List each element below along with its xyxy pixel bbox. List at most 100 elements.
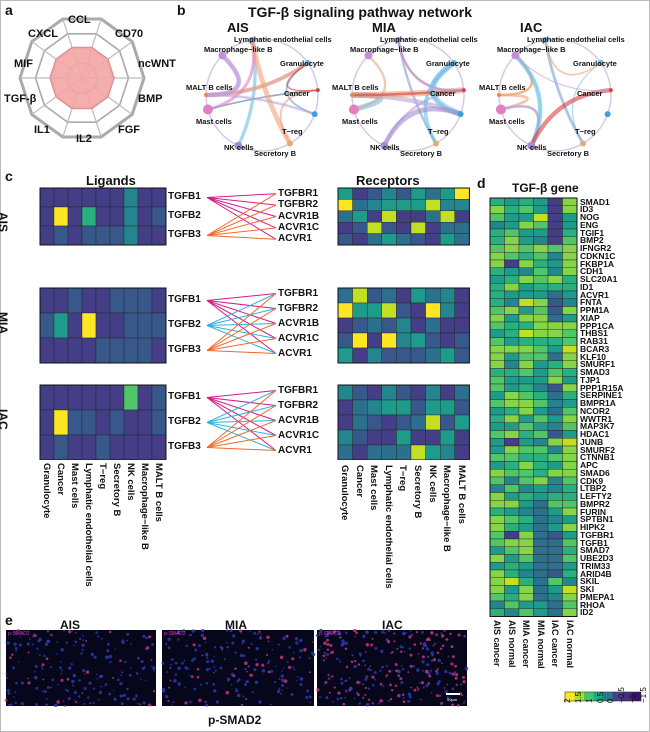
network-node-mast-cells: [348, 104, 359, 115]
scale-bar-label: 50μm: [447, 697, 458, 702]
micro-cell: [380, 649, 384, 654]
micro-cell: [38, 654, 41, 657]
ligand-label-tgfb3: TGFB3: [168, 343, 201, 355]
micro-cell: [189, 700, 192, 704]
micro-cell: [454, 671, 457, 673]
micro-cell: [426, 669, 429, 672]
micro-cell: [83, 673, 86, 675]
micro-cell: [344, 689, 348, 693]
micro-cell: [261, 663, 265, 667]
micro-cell: [184, 701, 188, 705]
micro-cell: [443, 687, 446, 689]
lr-arrow: [206, 350, 277, 354]
micro-cell: [219, 666, 223, 670]
network-node-mast-cells: [495, 104, 506, 115]
micro-cell: [362, 659, 365, 663]
micro-cell: [126, 688, 129, 691]
micro-cell: [350, 660, 352, 663]
micro-cell: [96, 677, 99, 680]
micro-cell: [463, 635, 466, 638]
ligand-label-tgfb2: TGFB2: [168, 415, 201, 427]
ligand-receptor-panel: [39, 187, 470, 460]
micro-cell: [240, 632, 243, 634]
network-node-secretory-b: [433, 140, 439, 147]
micro-cell: [105, 655, 108, 659]
network-node-nk-cells: [380, 141, 389, 150]
micro-cell: [97, 635, 100, 638]
network-node-label-secretory-b: Secretory B: [547, 149, 590, 158]
micro-cell: [253, 668, 257, 672]
micro-cell: [387, 629, 391, 632]
micro-cell: [280, 678, 285, 683]
micro-cell: [338, 660, 341, 663]
micro-cell: [325, 696, 329, 700]
micro-cell: [370, 669, 372, 672]
micro-cell: [446, 683, 449, 686]
lr-arrow: [206, 216, 277, 236]
micro-cell: [126, 639, 128, 642]
micro-cell: [75, 701, 78, 704]
micro-cell: [85, 640, 88, 642]
network-node-label-nk-cells: NK cells: [224, 143, 254, 152]
micro-cell: [319, 645, 322, 648]
network-node-label-secretory-b: Secretory B: [400, 149, 443, 158]
micro-cell: [210, 659, 215, 663]
gene-label-rab31: RAB31: [580, 336, 608, 346]
micro-cell: [213, 689, 217, 693]
micro-cell: [206, 659, 210, 664]
micro-cell: [242, 695, 245, 698]
micro-cell: [371, 683, 375, 687]
micro-cell: [174, 661, 178, 665]
receptor-heatmap-border: [337, 384, 470, 460]
micro-cell: [17, 628, 20, 632]
micro-cell: [250, 643, 253, 646]
micro-cell: [73, 691, 77, 695]
micro-cell: [4, 698, 8, 702]
receptor-label-acvr1b: ACVR1B: [278, 317, 320, 329]
micro-cell: [255, 663, 259, 667]
micro-cell: [365, 630, 369, 635]
micro-cell: [353, 628, 357, 633]
micro-cell: [338, 658, 340, 661]
micro-cell: [293, 652, 295, 654]
panel-label-e: e: [5, 612, 13, 628]
micro-cell: [14, 691, 17, 694]
ligand-label-tgfb1: TGFB1: [168, 190, 201, 202]
micro-cell: [371, 675, 375, 679]
micro-cell: [169, 663, 172, 666]
micro-cell: [364, 693, 367, 696]
network-node-label-t-reg: T−reg: [282, 127, 303, 136]
micro-cell: [82, 639, 85, 641]
micro-cell: [254, 680, 259, 685]
micro-cell: [122, 693, 126, 697]
micro-cell: [408, 635, 412, 639]
network-edge: [279, 89, 318, 144]
micro-cell: [212, 683, 216, 686]
gene-label-ube2d3: UBE2D3: [580, 553, 614, 563]
micro-cell: [57, 683, 59, 686]
micro-cell: [45, 703, 48, 707]
micro-cell: [353, 659, 357, 663]
micro-image-ais: [6, 630, 156, 706]
micro-cell: [396, 647, 399, 650]
micro-cell: [415, 630, 419, 634]
micro-cell: [137, 702, 139, 705]
micro-cell: [5, 641, 8, 644]
micro-cell: [256, 633, 259, 635]
micro-cell: [43, 654, 46, 658]
micro-cell: [449, 632, 452, 636]
micro-cell: [36, 647, 39, 650]
ligand-label-tgfb3: TGFB3: [168, 228, 201, 240]
micro-cell: [451, 703, 455, 707]
micro-cell: [337, 691, 341, 695]
micro-cell: [294, 637, 298, 641]
micro-cell: [416, 668, 420, 672]
scale-bar: [446, 693, 460, 695]
micro-cell: [27, 651, 30, 654]
micro-cell: [267, 640, 270, 643]
micro-cell: [14, 701, 18, 705]
micro-cell: [325, 652, 330, 656]
gene-label-tgif1: TGIF1: [580, 227, 605, 238]
micro-title-mia: MIA: [225, 618, 247, 632]
